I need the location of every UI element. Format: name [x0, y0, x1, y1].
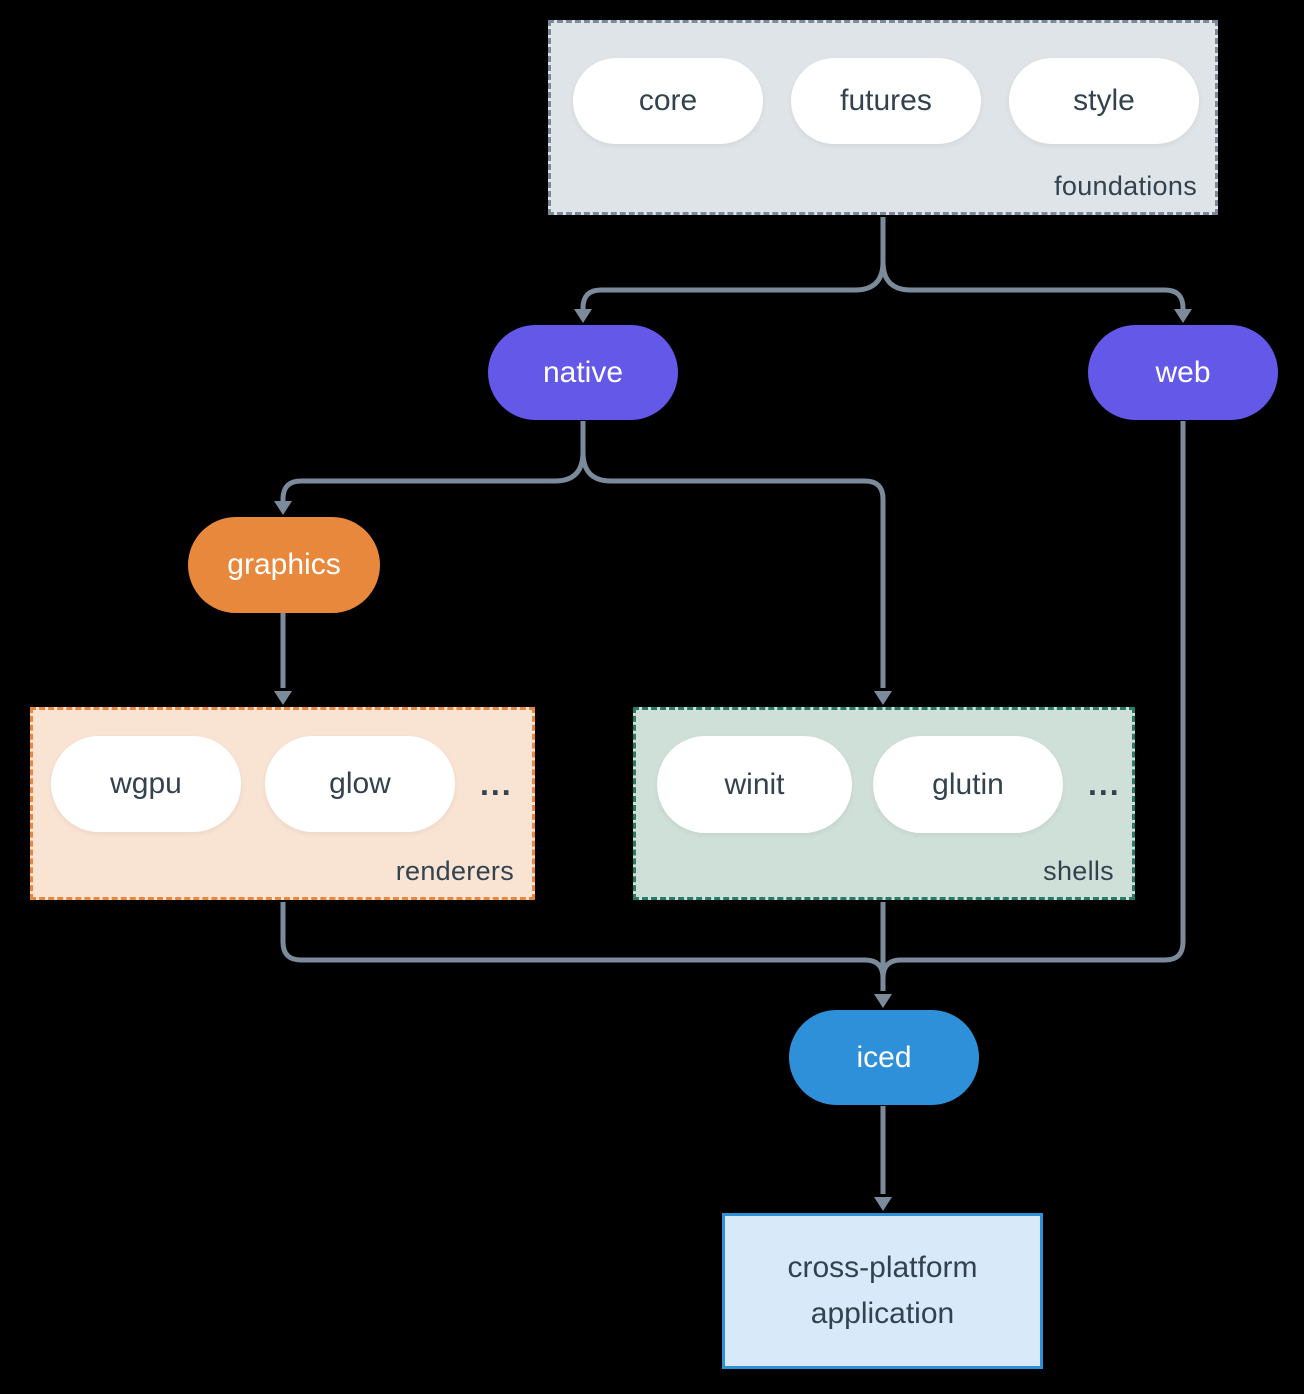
arrowhead-application	[874, 1197, 892, 1211]
edge-native-shells	[580, 451, 886, 688]
pill-style: style	[1009, 58, 1199, 144]
foundations-group: core futures style foundations	[548, 20, 1218, 215]
renderers-group: wgpu glow ... renderers	[30, 707, 535, 900]
shells-group: winit glutin ... shells	[633, 707, 1135, 900]
foundations-group-label: foundations	[1054, 171, 1197, 201]
node-web: web	[1088, 325, 1278, 420]
arrowhead-native	[574, 309, 592, 323]
pill-glutin: glutin	[873, 736, 1063, 833]
pill-winit: winit	[657, 736, 852, 833]
node-graphics: graphics	[188, 517, 380, 613]
arrowhead-renderers	[274, 691, 292, 705]
shells-ellipsis: ...	[1088, 765, 1121, 802]
arrowhead-graphics	[274, 501, 292, 515]
node-native: native	[488, 325, 678, 420]
renderers-group-label: renderers	[395, 856, 514, 886]
edge-renderers-iced	[280, 902, 886, 979]
node-iced: iced	[789, 1010, 979, 1105]
arrowhead-web	[1174, 309, 1192, 323]
renderers-ellipsis: ...	[480, 765, 513, 802]
pill-wgpu: wgpu	[51, 736, 241, 832]
shells-group-label: shells	[1043, 856, 1114, 886]
edge-foundations-web	[880, 261, 1186, 309]
application-box: cross-platform application	[722, 1213, 1043, 1369]
arrowhead-shells	[874, 691, 892, 705]
pill-glow: glow	[265, 736, 455, 832]
arrowhead-iced	[874, 994, 892, 1008]
edge-foundations-native	[580, 261, 886, 309]
pill-futures: futures	[791, 58, 981, 144]
edge-native-graphics	[280, 451, 586, 501]
pill-core: core	[573, 58, 763, 144]
